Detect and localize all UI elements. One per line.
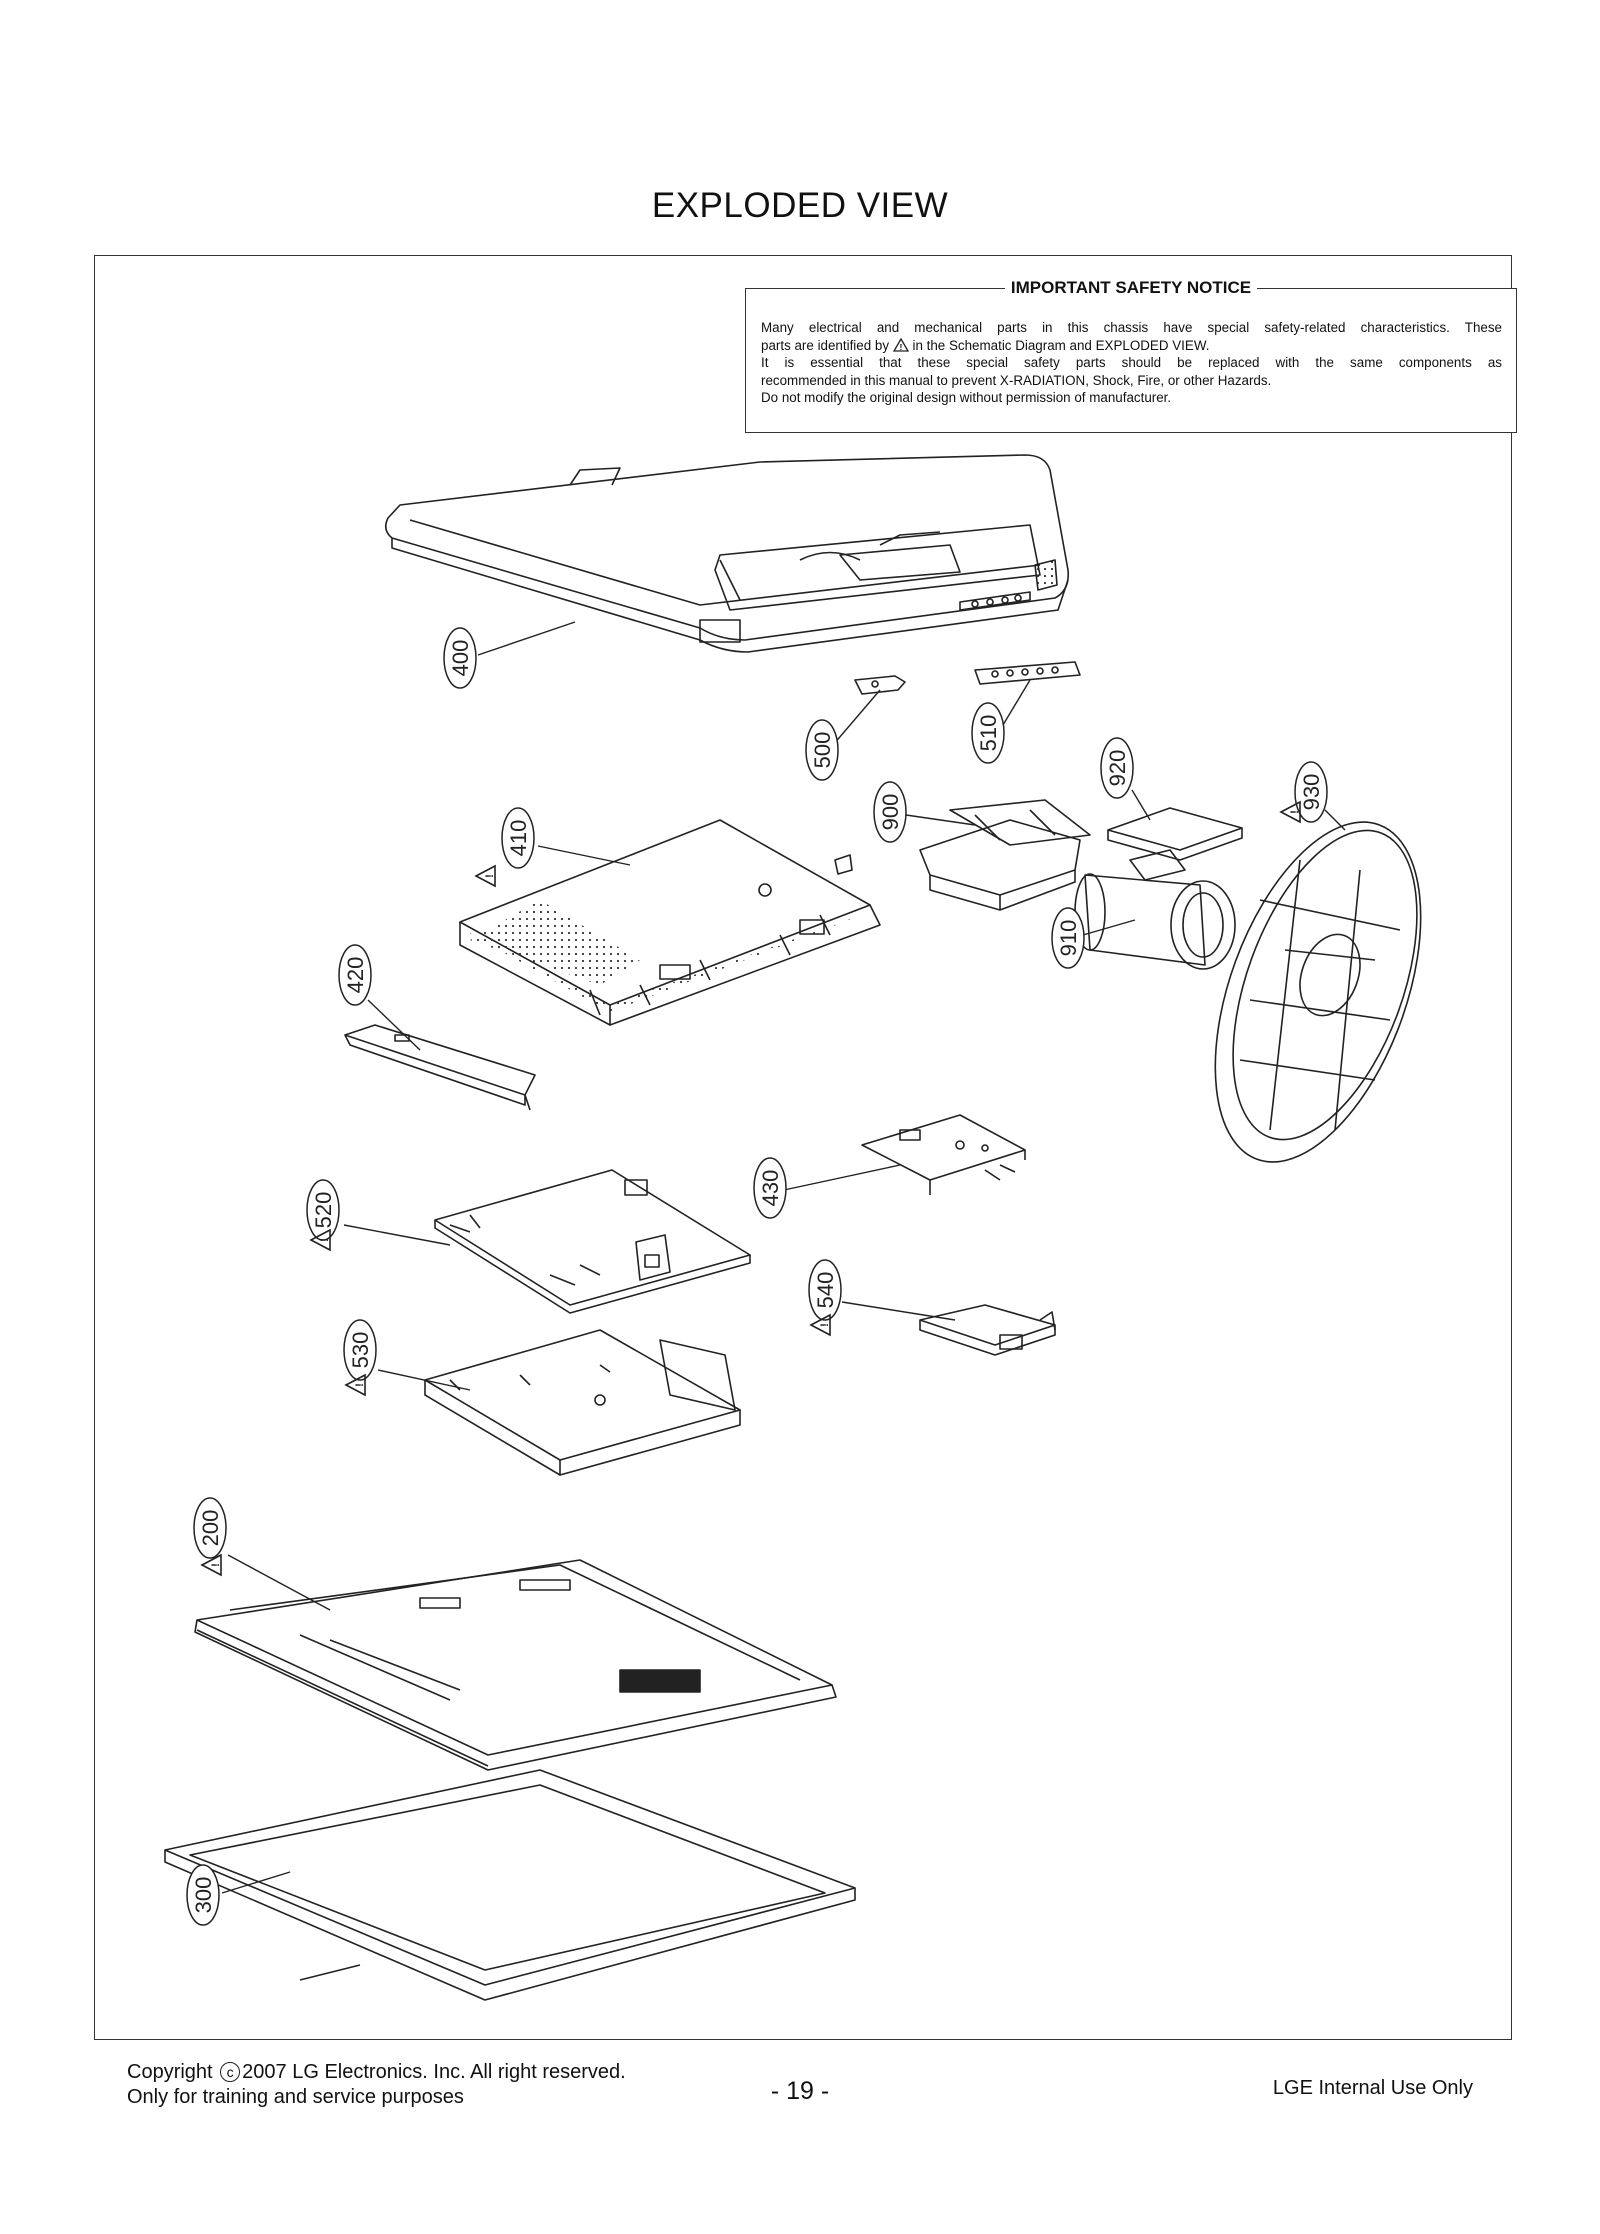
- callout-300: 300: [191, 1877, 216, 1914]
- callout-530: 530: [348, 1332, 373, 1369]
- callout-920: 920: [1105, 750, 1130, 787]
- rear-cover-400: [384, 454, 1070, 653]
- callout-420: 420: [343, 957, 368, 994]
- plate-430: [861, 1114, 1026, 1195]
- notice-line-1: Many electrical and mechanical parts in …: [761, 320, 1502, 335]
- safety-notice-box: IMPORTANT SAFETY NOTICE Many electrical …: [745, 278, 1517, 433]
- page-number: - 19 -: [770, 2077, 830, 2105]
- shield-410: [459, 819, 881, 1026]
- notice-line-5: Do not modify the original design withou…: [761, 390, 1172, 405]
- callout-510: 510: [976, 715, 1001, 752]
- notice-line-3: It is essential that these special safet…: [761, 355, 1502, 370]
- diagram-frame: [94, 255, 1512, 2040]
- callout-520: 520: [311, 1192, 336, 1229]
- cover-920: [1107, 807, 1243, 861]
- callout-900: 900: [878, 794, 903, 831]
- bracket-420: [344, 1024, 536, 1111]
- part-510: [974, 661, 1081, 685]
- safety-warning-icons: [201, 801, 1302, 1576]
- callout-400: 400: [448, 640, 473, 677]
- svg-text:!: !: [899, 343, 902, 352]
- copyright-icon: c: [220, 2062, 241, 2082]
- callout-430: 430: [758, 1170, 783, 1207]
- callout-910: 910: [1056, 920, 1081, 957]
- stand-base-930: [1214, 821, 1422, 1163]
- callout-200: 200: [198, 1510, 223, 1547]
- neck-910: [1074, 849, 1236, 970]
- warning-triangle-icon: !: [892, 337, 909, 352]
- lcd-module-200: [194, 1559, 837, 1771]
- bezel-300: [164, 1769, 856, 2001]
- callout-540: 540: [813, 1272, 838, 1309]
- footer-training-note: Only for training and service purposes: [127, 2086, 464, 2108]
- part-500: [854, 675, 906, 695]
- hinge-900: [919, 799, 1091, 911]
- callout-410: 410: [506, 820, 531, 857]
- board-540: [919, 1304, 1056, 1356]
- chassis-530: [424, 1329, 741, 1476]
- page-title: EXPLODED VIEW: [651, 186, 949, 225]
- callout-930: 930: [1299, 774, 1324, 811]
- footer-internal-note: LGE Internal Use Only: [1272, 2077, 1473, 2099]
- notice-line-2: parts are identified by ! in the Schemat…: [761, 337, 1210, 353]
- safety-notice-title: IMPORTANT SAFETY NOTICE: [1004, 278, 1258, 297]
- safety-notice-text: Many electrical and mechanical parts in …: [761, 319, 1502, 407]
- callout-500: 500: [810, 732, 835, 769]
- notice-line-4: recommended in this manual to prevent X-…: [761, 372, 1272, 388]
- board-520: [434, 1169, 751, 1314]
